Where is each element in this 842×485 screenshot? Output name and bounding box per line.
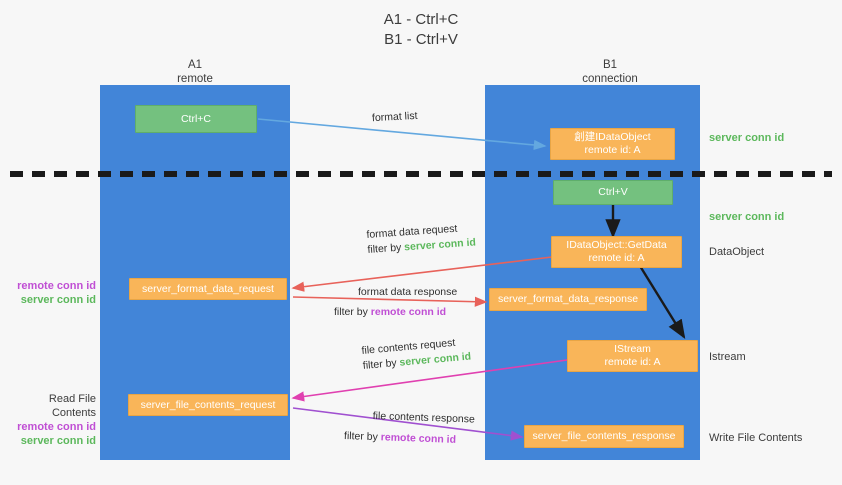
box-server-file-contents-request[interactable]: server_file_contents_request [128,394,288,416]
box-getdata-line2: remote id: A [588,252,645,264]
page-title: A1 - Ctrl+C B1 - Ctrl+V [0,10,842,50]
box-ctrl-c[interactable]: Ctrl+C [135,105,257,133]
annotation-server-conn-id-mid: server conn id [709,211,785,223]
box-server-format-data-response[interactable]: server_format_data_response [489,288,647,311]
lane-b1-sub: connection [582,73,638,85]
box-server-file-contents-response[interactable]: server_file_contents_response [524,425,684,448]
filter-prefix: filter by [367,241,405,256]
label-format-data-request: format data request filter by server con… [366,220,476,257]
filter-value-remote-conn-id: remote conn id [380,431,457,446]
annotation-format-conn-ids: remote conn id server conn id [8,279,96,307]
title-line-1: A1 - Ctrl+C [383,11,459,28]
title-line-2: B1 - Ctrl+V [384,31,458,48]
filter-prefix: filter by [362,356,401,372]
label-file-contents-response: file contents response filter by remote … [344,408,475,449]
label-format-list-text: format list [371,109,418,125]
annotation-format-remote-conn-id: remote conn id [17,280,96,292]
lane-header-a1: A1 remote [110,58,280,86]
box-server-file-contents-response-label: server_file_contents_response [532,430,676,442]
box-idataobject-create-line2: remote id: A [584,144,641,156]
annotation-istream: Istream [709,351,746,363]
filter-prefix: filter by [343,429,381,444]
box-idataobject-create[interactable]: 創建IDataObject remote id: A [550,128,675,160]
annotation-server-conn-id-top: server conn id [709,132,785,144]
annotation-format-server-conn-id: server conn id [20,294,96,306]
filter-prefix: filter by [334,306,371,318]
lane-a1-name: A1 [187,59,203,71]
annotation-file-remote-conn-id: remote conn id [17,421,96,433]
box-ctrl-c-label: Ctrl+C [180,112,212,125]
box-idataobject-create-line1: 創建IDataObject [574,131,651,143]
box-getdata[interactable]: IDataObject::GetData remote id: A [551,236,682,268]
annotation-write-file-contents: Write File Contents [709,432,803,444]
lane-header-b1: B1 connection [525,58,695,86]
box-istream[interactable]: IStream remote id: A [567,340,698,372]
label-file-contents-request: file contents request filter by server c… [361,335,472,374]
label-format-data-response: format data response filter by remote co… [334,285,457,320]
filter-value-server-conn-id: server conn id [403,236,477,254]
box-ctrl-v-label: Ctrl+V [598,186,628,198]
lane-a1-sub: remote [177,73,213,85]
box-istream-line1: IStream [614,343,651,355]
box-istream-line2: remote id: A [604,356,661,368]
box-server-format-data-request[interactable]: server_format_data_request [129,278,287,300]
annotation-read-file-contents-text: Read File Contents [48,393,96,419]
annotation-read-file-contents: Read File Contents remote conn id server… [4,392,96,448]
box-server-format-data-response-label: server_format_data_response [497,293,639,305]
lane-b1-name: B1 [602,59,618,71]
label-format-list: format list [372,109,418,126]
box-server-file-contents-request-label: server_file_contents_request [140,398,276,411]
label-format-data-response-filter: filter by remote conn id [334,300,457,320]
label-format-data-response-text: format data response [358,286,458,298]
box-ctrl-v[interactable]: Ctrl+V [553,180,673,205]
annotation-dataobject: DataObject [709,246,765,258]
annotation-file-server-conn-id: server conn id [20,435,96,447]
box-server-format-data-request-label: server_format_data_request [142,282,274,295]
filter-value-remote-conn-id: remote conn id [370,306,447,318]
box-getdata-line1: IDataObject::GetData [566,239,667,251]
